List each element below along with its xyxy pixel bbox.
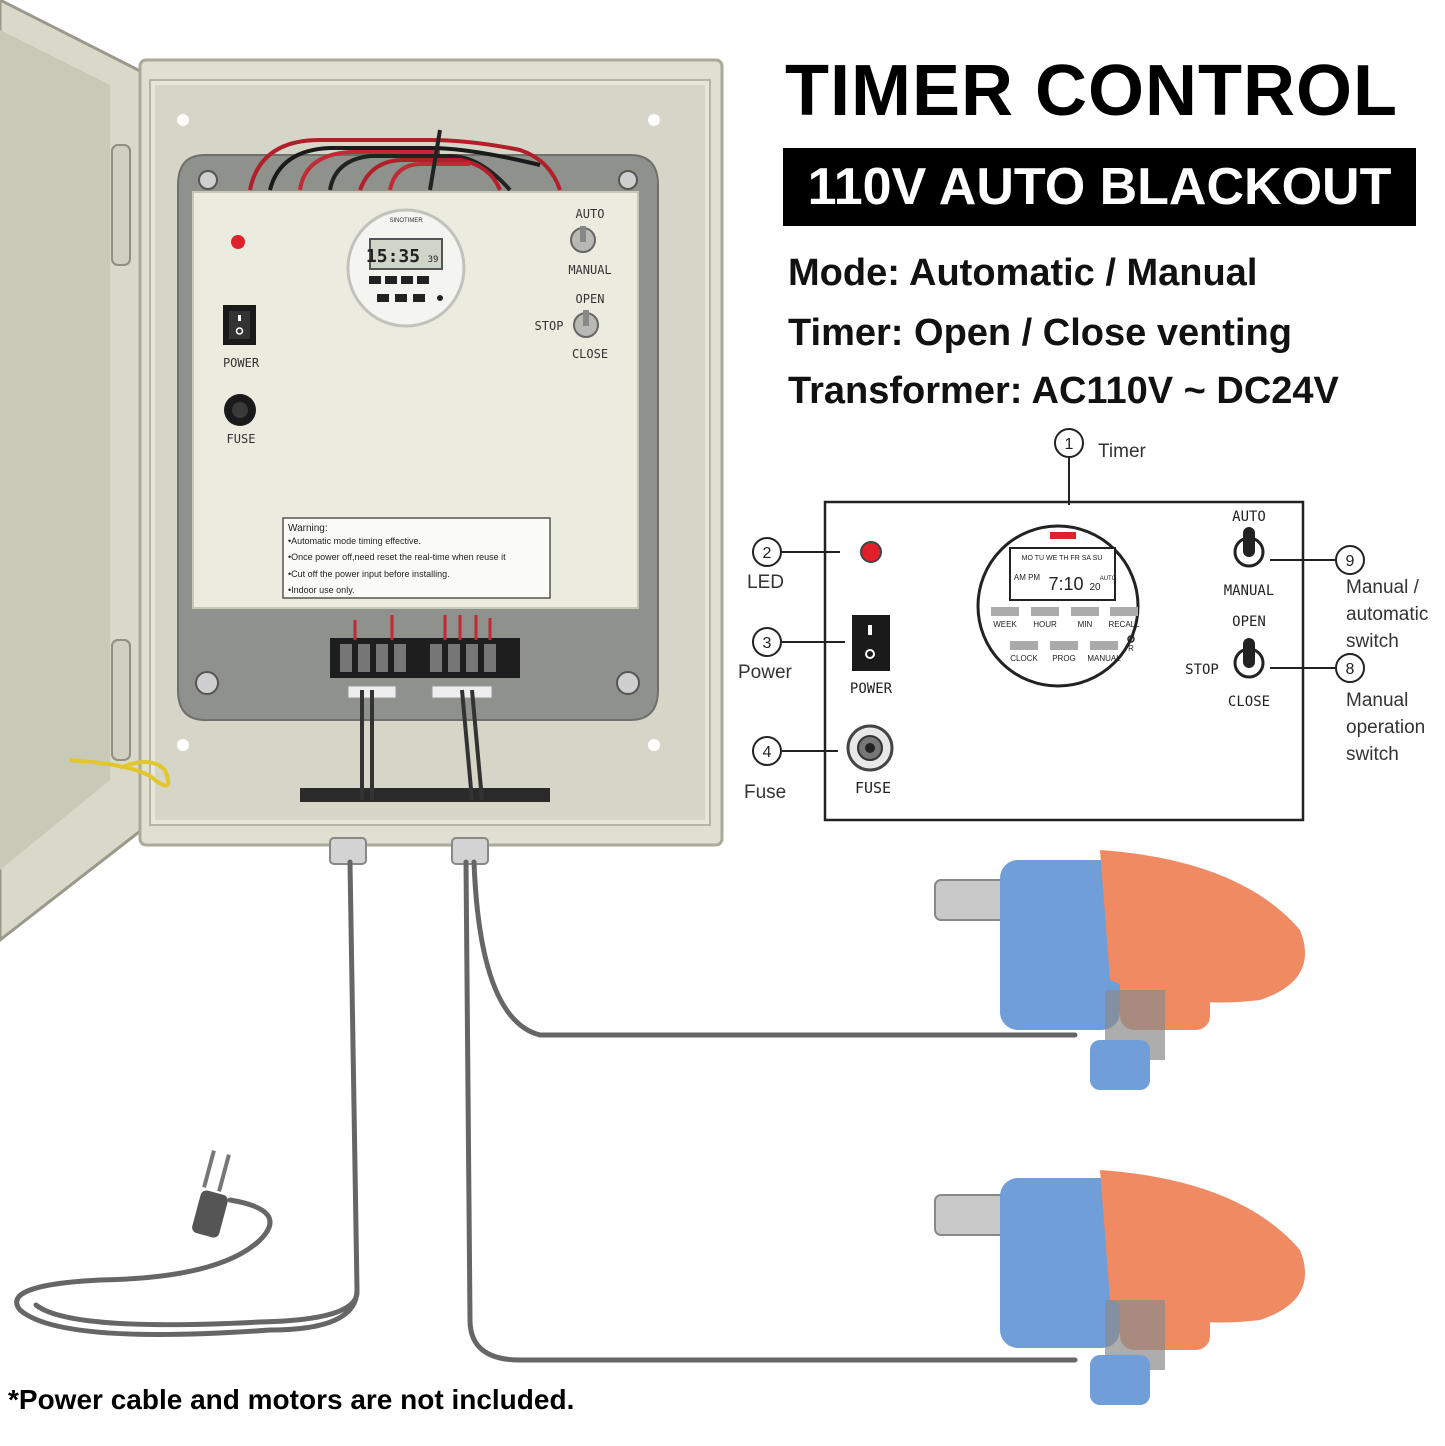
- footnote: *Power cable and motors are not included…: [8, 1384, 575, 1415]
- top-wiring: [248, 129, 562, 192]
- power-plug: [192, 1150, 231, 1238]
- callout-label-operation-switch: switch: [1346, 744, 1399, 765]
- photo-close-label: CLOSE: [572, 347, 608, 361]
- timer-button-label: WEEK: [993, 620, 1017, 629]
- ground-wire: [69, 758, 171, 788]
- spec-mode: Mode: Automatic / Manual: [788, 252, 1258, 294]
- photo-fuse-holder: [224, 394, 256, 426]
- photo-open-label: OPEN: [576, 292, 605, 306]
- photo-timer: [346, 208, 466, 328]
- callout-number: 1: [1065, 436, 1074, 453]
- spec-timer: Timer: Open / Close venting: [788, 312, 1292, 354]
- internal-cable: [460, 689, 484, 801]
- timer-button-label: RECALL: [1108, 620, 1140, 629]
- schematic-power-label: POWER: [850, 681, 893, 697]
- photo-auto-manual-toggle: [570, 226, 596, 253]
- schematic-stop-label: STOP: [1185, 662, 1219, 678]
- motor-actuator: [934, 1170, 1305, 1405]
- callout-label-mode-switch: switch: [1346, 631, 1399, 652]
- callout-label-led: LED: [747, 572, 784, 593]
- callout-number: 8: [1346, 661, 1355, 678]
- page-title: TIMER CONTROL: [785, 51, 1398, 131]
- photo-power-switch: [223, 305, 256, 345]
- schematic-close-label: CLOSE: [1228, 694, 1270, 710]
- schematic-open-label: OPEN: [1232, 614, 1266, 630]
- photo-manual-label: MANUAL: [568, 263, 611, 277]
- photo-power-label: POWER: [223, 356, 260, 370]
- schematic-fuse-label: FUSE: [855, 779, 891, 797]
- timer-button-label: MIN: [1078, 620, 1093, 629]
- timer-button-label: MANUAL: [1087, 654, 1121, 663]
- schematic-manual-label: MANUAL: [1224, 583, 1275, 599]
- timer-seconds: 20: [1089, 582, 1101, 593]
- callout-number: 3: [763, 635, 772, 652]
- schematic-diagram: [752, 428, 1365, 822]
- warning-line: •Automatic mode timing effective.: [288, 536, 421, 546]
- timer-button-label: HOUR: [1033, 620, 1057, 629]
- warning-line: •Indoor use only.: [288, 585, 355, 595]
- voltage-banner: 110V AUTO BLACKOUT: [783, 148, 1416, 226]
- spec-transformer: Transformer: AC110V ~ DC24V: [788, 370, 1339, 412]
- callout-number: 4: [763, 744, 772, 761]
- callout-number: 2: [763, 545, 772, 562]
- photo-open-close-toggle: [573, 310, 599, 338]
- warning-line: •Cut off the power input before installi…: [288, 569, 450, 579]
- warning-sticker: [282, 517, 551, 599]
- callout-label-operation-switch: operation: [1346, 717, 1425, 738]
- terminal-block: [330, 615, 520, 699]
- timer-button-label: PROG: [1052, 654, 1076, 663]
- external-cables: [14, 859, 1078, 1363]
- callout-label-timer: Timer: [1098, 441, 1147, 462]
- timer-mode: AUTO: [1100, 576, 1117, 582]
- enclosure-door: [0, 0, 150, 942]
- schematic-auto-label: AUTO: [1232, 509, 1266, 525]
- timer-time: 7:10: [1048, 574, 1083, 594]
- timer-reset-label: R: [1128, 644, 1134, 653]
- callout-label-fuse: Fuse: [744, 782, 786, 803]
- photo-fuse-label: FUSE: [227, 432, 256, 446]
- callout-label-power: Power: [738, 662, 793, 683]
- callout-label-mode-switch: Manual /: [1346, 577, 1420, 598]
- timer-ampm: AM PM: [1014, 573, 1041, 582]
- warning-title: Warning:: [288, 523, 328, 534]
- photo-auto-label: AUTO: [576, 207, 605, 221]
- motor-actuator: [934, 850, 1305, 1090]
- timer-button-label: CLOCK: [1010, 654, 1038, 663]
- callout-label-mode-switch: automatic: [1346, 604, 1428, 625]
- timer-days: MO TU WE TH FR SA SU: [1022, 555, 1103, 562]
- warning-line: •Once power off,need reset the real-time…: [288, 552, 506, 562]
- photo-timer-seconds: 39: [428, 255, 439, 265]
- callout-number: 9: [1346, 553, 1355, 570]
- photo-timer-display: 15:35: [366, 246, 420, 267]
- photo-timer-brand: SINOTIMER: [389, 218, 423, 224]
- callout-label-operation-switch: Manual: [1346, 690, 1408, 711]
- internal-cable: [360, 690, 374, 800]
- photo-stop-label: STOP: [535, 319, 564, 333]
- led-indicator: [231, 235, 245, 249]
